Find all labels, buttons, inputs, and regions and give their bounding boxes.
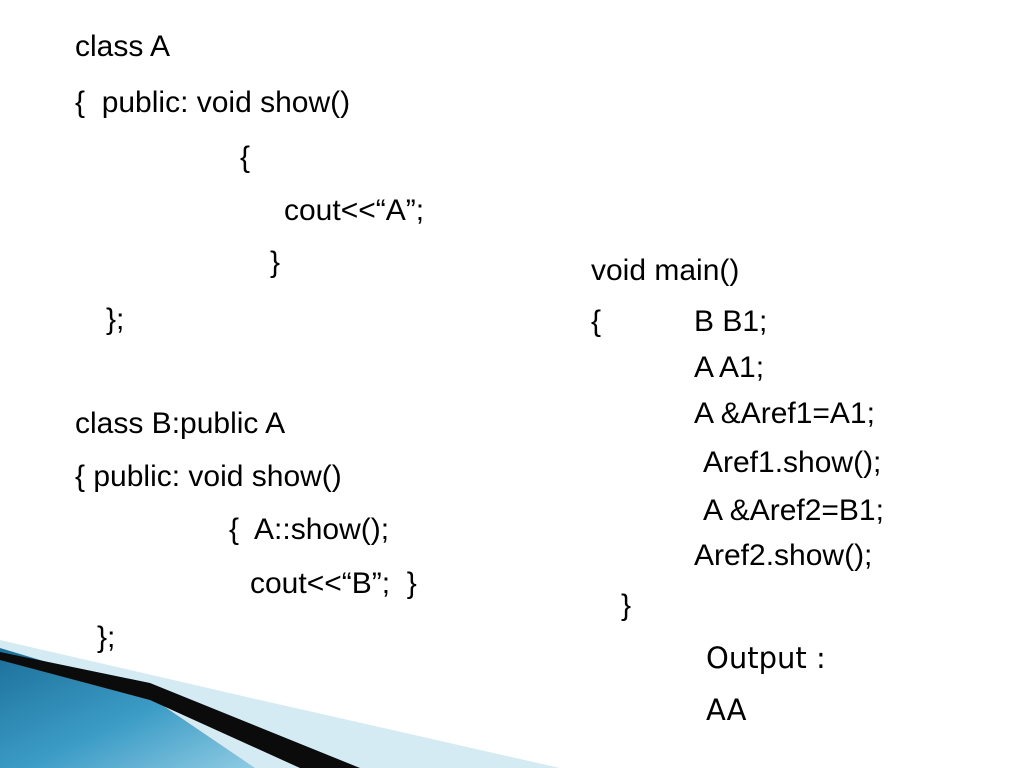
code-line-cout-b: cout<<“B”; } [250, 567, 417, 600]
blue-wave [0, 648, 255, 768]
code-line-call-a-show: { A::show(); [229, 513, 390, 546]
output-value: AA [706, 693, 747, 727]
code-line-class-a-end: }; [106, 303, 125, 336]
code-line-main-close-brace: } [621, 589, 632, 622]
output-label: Output : [706, 641, 826, 675]
code-line-aref2-decl: A &Aref2=B1; [703, 494, 884, 527]
code-line-main-open-brace: { [591, 305, 602, 338]
code-line-aref1-show: Aref1.show(); [703, 446, 882, 479]
code-line-class-b-end: }; [97, 621, 116, 654]
code-line-void-main: void main() [591, 254, 740, 287]
code-line-public-show-a: { public: void show() [75, 86, 351, 119]
code-line-class-b: class B:public A [75, 407, 286, 440]
code-line-a-a1: A A1; [694, 351, 765, 384]
code-line-class-a: class A [75, 30, 171, 63]
code-line-aref2-show: Aref2.show(); [694, 539, 873, 572]
code-line-b-b1: B B1; [694, 305, 768, 338]
code-line-close-brace: } [270, 246, 281, 279]
code-line-aref1-decl: A &Aref1=A1; [694, 397, 875, 430]
black-swoosh [0, 652, 360, 768]
code-line-open-brace: { [240, 141, 251, 174]
code-line-public-show-b: { public: void show() [75, 460, 342, 493]
code-line-cout-a: cout<<“A”; [284, 194, 425, 227]
